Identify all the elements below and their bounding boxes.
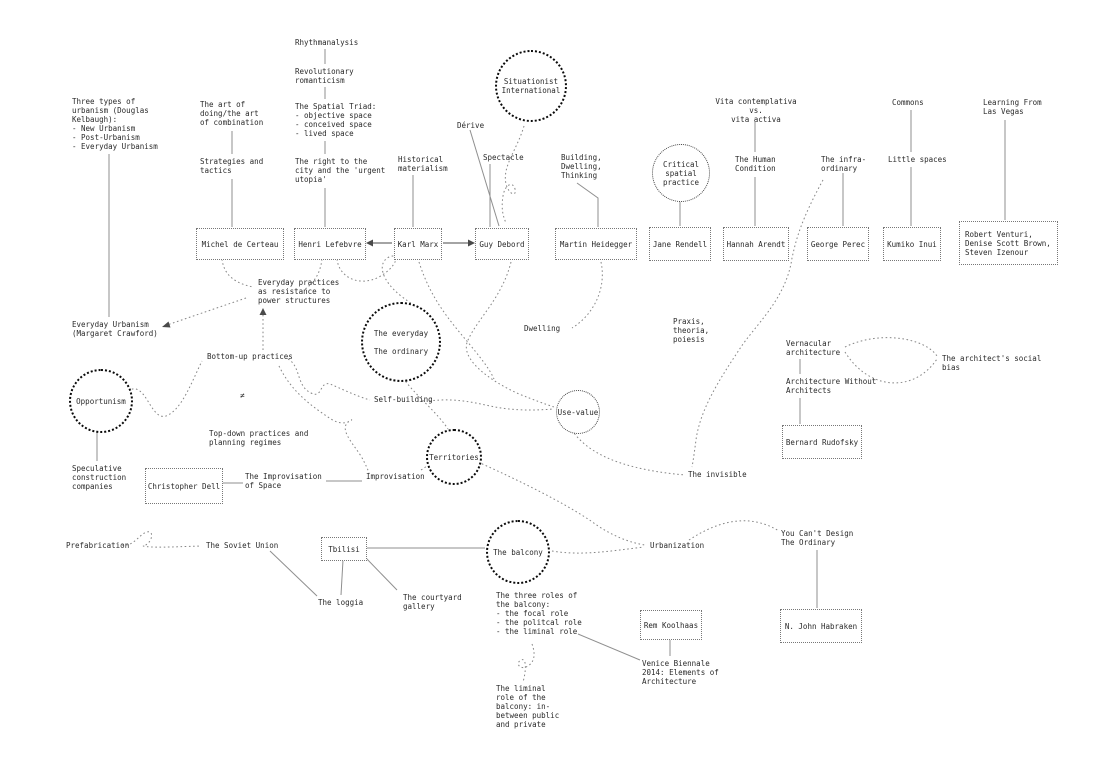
node-right-to-the-city[interactable]: The right to the city and the 'urgent ut… — [295, 157, 386, 184]
connector-solid — [576, 182, 599, 227]
node-improvisation-of-space[interactable]: The Improvisation of Space — [245, 472, 322, 490]
node-guy-debord[interactable]: Guy Debord — [475, 228, 529, 260]
node-commons[interactable]: Commons — [892, 98, 924, 107]
node-self-building[interactable]: Self-building — [374, 395, 433, 404]
node-speculative-construction[interactable]: Speculative construction companies — [72, 464, 127, 491]
connector-dotted — [402, 377, 449, 430]
node-everyday-practices-resistance[interactable]: Everyday practices as resistance to powe… — [258, 278, 340, 305]
node-spatial-triad[interactable]: The Spatial Triad: - objective space - c… — [295, 102, 377, 138]
arrowhead — [366, 239, 373, 247]
node-venice-biennale[interactable]: Venice Biennale 2014: Elements of Archit… — [642, 659, 719, 686]
node-historical-materialism[interactable]: Historical materialism — [398, 155, 448, 173]
node-critical-spatial-practice[interactable]: Critical spatial practice — [652, 144, 710, 202]
node-everyday-urbanism[interactable]: Everyday Urbanism (Margaret Crawford) — [72, 320, 158, 338]
node-you-cant-design-the-ordinary[interactable]: You Can't Design The Ordinary — [781, 529, 854, 547]
node-christopher-dell[interactable]: Christopher Dell — [145, 468, 223, 504]
node-the-balcony[interactable]: The balcony — [486, 520, 550, 584]
node-architects-social-bias[interactable]: The architect's social bias — [942, 354, 1042, 372]
connector-dotted — [571, 261, 603, 329]
node-the-human-condition[interactable]: The Human Condition — [735, 155, 776, 173]
node-derive[interactable]: Dérive — [457, 121, 485, 130]
node-liminal-role-of-the-balcony[interactable]: The liminal role of the balcony: in- bet… — [496, 684, 560, 729]
node-praxis-theoria-poiesis[interactable]: Praxis, theoria, poiesis — [673, 317, 710, 344]
node-rem-koolhaas[interactable]: Rem Koolhaas — [640, 610, 702, 640]
connector-dotted — [517, 643, 535, 683]
node-venturi-scott-brown-izenour[interactable]: Robert Venturi, Denise Scott Brown, Stev… — [959, 221, 1058, 265]
node-dwelling[interactable]: Dwelling — [524, 324, 561, 333]
connector-solid — [340, 559, 344, 596]
connector-dotted — [428, 399, 555, 411]
connector-dotted — [465, 261, 555, 408]
node-the-soviet-union[interactable]: The Soviet Union — [206, 541, 279, 550]
node-kumiko-inui[interactable]: Kumiko Inui — [883, 227, 941, 261]
connector-dotted — [477, 461, 646, 546]
arrowhead — [259, 308, 267, 315]
node-urbanization[interactable]: Urbanization — [650, 541, 705, 550]
node-prefabrication[interactable]: Prefabrication — [66, 541, 130, 550]
node-strategies-and-tactics[interactable]: Strategies and tactics — [200, 157, 264, 175]
connector-dotted — [303, 258, 323, 291]
node-spectacle[interactable]: Spectacle — [483, 153, 524, 162]
connector-dotted — [336, 255, 421, 311]
node-tbilisi[interactable]: Tbilisi — [321, 537, 367, 561]
node-henri-lefebvre[interactable]: Henri Lefebvre — [294, 228, 366, 260]
node-top-down-practices[interactable]: Top-down practices and planning regimes — [209, 429, 309, 447]
node-opportunism[interactable]: Opportunism — [69, 369, 133, 433]
node-the-loggia[interactable]: The loggia — [318, 598, 364, 607]
node-revolutionary-romanticism[interactable]: Revolutionary romanticism — [295, 67, 354, 85]
node-bernard-rudofsky[interactable]: Bernard Rudofsky — [782, 425, 862, 459]
node-karl-marx[interactable]: Karl Marx — [394, 228, 442, 260]
connector-dotted — [571, 429, 686, 476]
node-george-perec[interactable]: George Perec — [807, 227, 869, 261]
node-the-infra-ordinary[interactable]: The infra- ordinary — [821, 155, 867, 173]
node-martin-heidegger[interactable]: Martin Heidegger — [555, 228, 637, 260]
node-art-of-doing[interactable]: The art of doing/the art of combination — [200, 100, 264, 127]
connector-solid — [269, 550, 318, 597]
connector-solid — [469, 129, 500, 227]
arrowhead — [468, 239, 475, 247]
node-building-dwelling-thinking[interactable]: Building, Dwelling, Thinking — [561, 153, 602, 180]
node-the-everyday-the-ordinary[interactable]: The everyday The ordinary — [361, 302, 441, 382]
node-improvisation[interactable]: Improvisation — [366, 472, 425, 481]
connector-dotted-arrow — [166, 297, 247, 326]
connector-solid — [577, 633, 641, 661]
node-architecture-without-architects[interactable]: Architecture Without Architects — [786, 377, 877, 395]
node-three-types-of-urbanism[interactable]: Three types of urbanism (Douglas Kelbaug… — [72, 97, 158, 151]
node-learning-from-las-vegas[interactable]: Learning From Las Vegas — [983, 98, 1042, 116]
node-n-john-habraken[interactable]: N. John Habraken — [780, 609, 862, 643]
connector-dotted — [221, 258, 254, 288]
connector-dotted — [501, 125, 525, 224]
node-hannah-arendt[interactable]: Hannah Arendt — [723, 227, 789, 261]
connector-dotted — [278, 365, 370, 474]
connector-dotted — [551, 546, 645, 554]
node-vita-contemplativa[interactable]: Vita contemplativa vs. vita activa — [715, 97, 797, 124]
node-vernacular-architecture[interactable]: Vernacular architecture — [786, 339, 841, 357]
node-not-equal-sign[interactable]: ≠ — [240, 391, 245, 400]
node-use-value[interactable]: Use-value — [556, 390, 600, 434]
node-michel-de-certeau[interactable]: Michel de Certeau — [196, 228, 284, 260]
node-situationist-international[interactable]: Situationist International — [495, 50, 567, 122]
connector-dotted — [691, 179, 824, 468]
node-territories[interactable]: Territories — [426, 429, 482, 485]
node-bottom-up-practices[interactable]: Bottom-up practices — [207, 352, 293, 361]
connector-dotted — [127, 360, 203, 417]
node-the-invisible[interactable]: The invisible — [688, 470, 747, 479]
connector-dotted — [287, 358, 371, 401]
node-three-roles-of-the-balcony[interactable]: The three roles of the balcony: - the fo… — [496, 591, 582, 636]
arrowhead — [162, 321, 171, 328]
node-jane-rendell[interactable]: Jane Rendell — [649, 227, 711, 261]
connector-dotted — [844, 337, 938, 357]
node-the-courtyard-gallery[interactable]: The courtyard gallery — [403, 593, 462, 611]
node-rhythmanalysis[interactable]: Rhythmanalysis — [295, 38, 359, 47]
node-little-spaces[interactable]: Little spaces — [888, 155, 947, 164]
connector-dotted — [688, 520, 780, 541]
connector-dotted — [121, 531, 202, 548]
connector-solid — [364, 556, 398, 591]
